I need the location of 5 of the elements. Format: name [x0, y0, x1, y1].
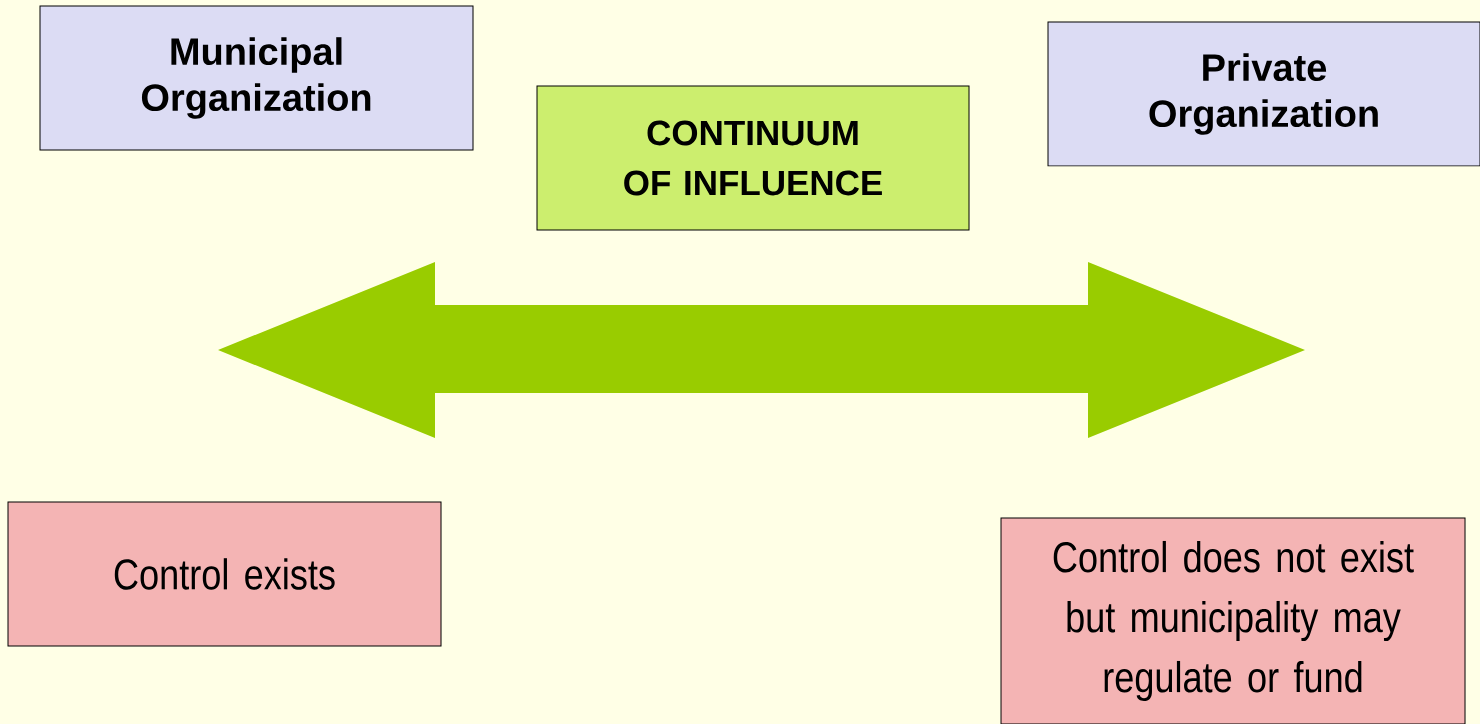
- label-box: Private Organization: [1047, 21, 1480, 167]
- note-box: Control does not exist but municipality may regulate or fund: [1000, 517, 1466, 724]
- title-box: CONTINUUM OF INFLUENCE: [536, 85, 970, 231]
- note-box: Control exists: [7, 501, 442, 647]
- label-box: Municipal Organization: [39, 5, 474, 151]
